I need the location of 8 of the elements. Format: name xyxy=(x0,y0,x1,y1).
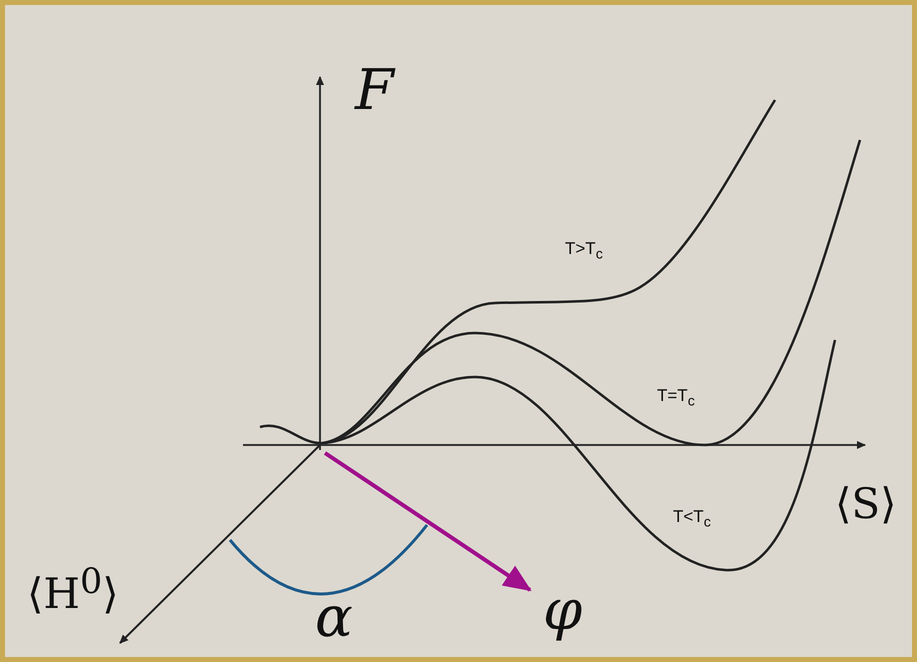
axis-label: F xyxy=(355,63,394,119)
curve-label: T=T$_{c}$ xyxy=(657,387,695,409)
angle-label: α xyxy=(315,590,353,646)
axis-label: φ xyxy=(543,583,582,639)
curve-label: T>T$_{c}$ xyxy=(565,240,603,262)
axis-label: ⟨S⟩ xyxy=(835,483,897,525)
curve-label: T<T$_{c}$ xyxy=(673,508,711,530)
axis-label: ⟨H$^{0}$⟩ xyxy=(27,565,119,615)
